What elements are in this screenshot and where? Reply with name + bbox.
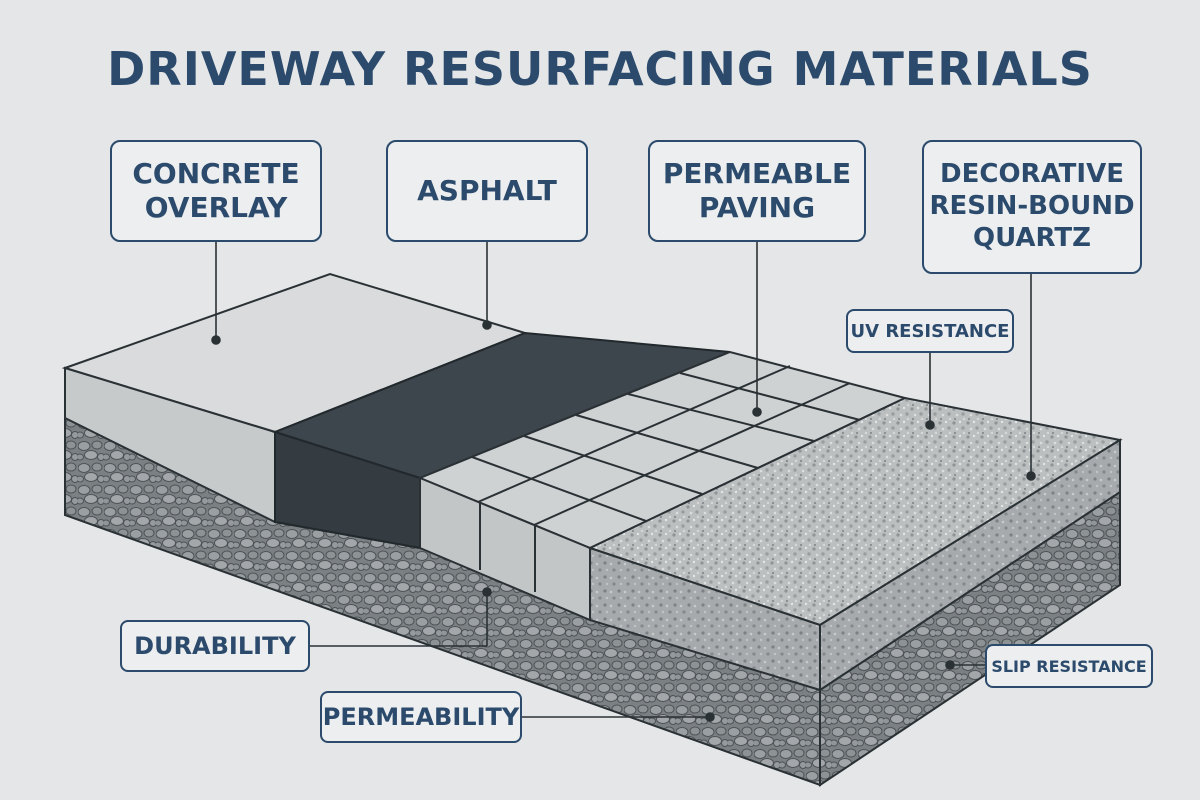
label-permeable-paving: PERMEABLE PAVING	[648, 140, 866, 242]
label-resin-line3: QUARTZ	[973, 222, 1091, 253]
leader-lines	[211, 242, 1036, 722]
diagram-title: DRIVEWAY RESURFACING MATERIALS	[107, 42, 1093, 96]
label-permeable-line2: PAVING	[698, 191, 816, 224]
tag-durability: DURABILITY	[120, 620, 310, 672]
tag-uv-resistance: UV RESISTANCE	[846, 309, 1014, 353]
paver-joints	[471, 365, 861, 592]
label-resin-line2: RESIN-BOUND	[929, 191, 1135, 222]
label-concrete-line1: CONCRETE	[132, 156, 300, 190]
resin-side	[819, 438, 1121, 692]
tag-slip-resistance: SLIP RESISTANCE	[985, 644, 1153, 688]
tag-permeability: PERMEABILITY	[320, 691, 522, 743]
label-resin-line1: DECORATIVE	[940, 159, 1124, 190]
label-concrete-overlay: CONCRETE OVERLAY	[110, 140, 322, 242]
label-concrete-line2: OVERLAY	[144, 191, 288, 224]
label-resin-bound-quartz: DECORATIVE RESIN-BOUND QUARTZ	[922, 140, 1142, 274]
label-asphalt-line1: ASPHALT	[417, 173, 557, 207]
label-asphalt: ASPHALT	[386, 140, 588, 242]
label-permeable-line1: PERMEABLE	[662, 156, 852, 190]
